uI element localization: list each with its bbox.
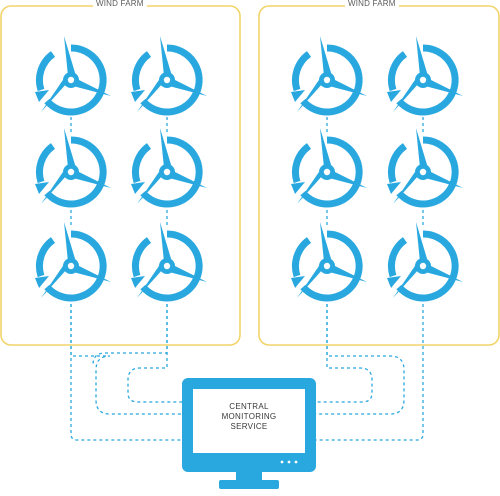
wind-turbine-icon xyxy=(291,128,367,204)
wind-turbine-icon xyxy=(387,222,463,298)
monitor-line-1: CENTRAL xyxy=(229,402,269,411)
wind-farm-label-left: WIND FARM xyxy=(93,0,147,9)
wind-turbine-icon xyxy=(35,36,111,112)
monitor-line-2: MONITORING xyxy=(221,412,277,421)
wind-turbine-icon xyxy=(387,128,463,204)
wind-turbine-icon xyxy=(131,222,207,298)
wind-turbine-icon xyxy=(35,222,111,298)
wind-farm-label-right: WIND FARM xyxy=(345,0,399,9)
monitor-line-3: SERVICE xyxy=(230,422,268,431)
central-monitoring-service-label: CENTRAL MONITORING SERVICE xyxy=(200,402,298,432)
wind-turbine-icon xyxy=(131,36,207,112)
wind-turbine-icon xyxy=(291,222,367,298)
connection-lines xyxy=(70,117,424,441)
wind-turbine-icon xyxy=(35,128,111,204)
turbines-right xyxy=(291,36,463,298)
wind-turbine-icon xyxy=(131,128,207,204)
turbines-left xyxy=(35,36,207,298)
wind-turbine-icon xyxy=(387,36,463,112)
monitor-icon xyxy=(182,378,316,489)
wind-turbine-icon xyxy=(291,36,367,112)
